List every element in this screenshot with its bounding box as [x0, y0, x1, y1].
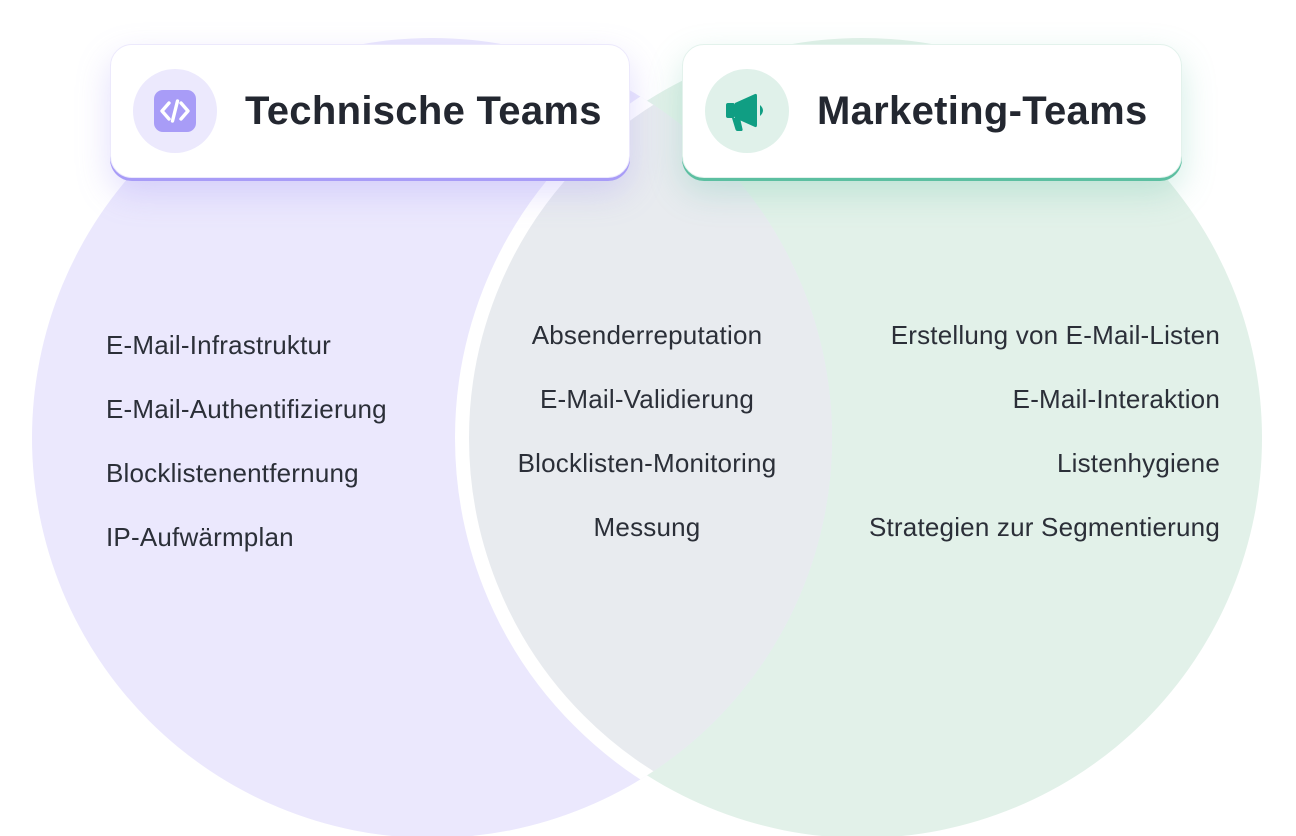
overlap-region: [462, 38, 832, 836]
marketing-items: Erstellung von E-Mail-Listen E-Mail-Inte…: [869, 320, 1220, 576]
technical-icon-badge: [133, 69, 217, 153]
shared-item: Blocklisten-Monitoring: [517, 448, 777, 478]
marketing-teams-title: Marketing-Teams: [817, 88, 1148, 133]
overlap-border: [455, 38, 832, 836]
shared-item: Messung: [593, 512, 701, 542]
shared-items: Absenderreputation E-Mail-Validierung Bl…: [472, 320, 822, 576]
code-icon: [154, 90, 196, 132]
megaphone-icon: [726, 93, 763, 131]
technical-item: IP-Aufwärmplan: [106, 522, 294, 552]
marketing-icon-badge: [705, 69, 789, 153]
technical-item: E-Mail-Infrastruktur: [106, 330, 332, 360]
marketing-teams-header: Marketing-Teams: [682, 44, 1182, 178]
marketing-item: Strategien zur Segmentierung: [868, 512, 1220, 542]
technical-item: E-Mail-Authentifizierung: [106, 394, 387, 424]
marketing-item: Listenhygiene: [1056, 448, 1220, 478]
shared-item: E-Mail-Validierung: [539, 384, 755, 414]
marketing-item: E-Mail-Interaktion: [1012, 384, 1220, 414]
technical-item: Blocklistenentfernung: [106, 458, 359, 488]
marketing-item: Erstellung von E-Mail-Listen: [890, 320, 1220, 350]
technical-teams-header: Technische Teams: [110, 44, 630, 178]
technical-items: E-Mail-Infrastruktur E-Mail-Authentifizi…: [106, 330, 387, 586]
shared-item: Absenderreputation: [531, 320, 763, 350]
technical-teams-title: Technische Teams: [245, 88, 602, 133]
